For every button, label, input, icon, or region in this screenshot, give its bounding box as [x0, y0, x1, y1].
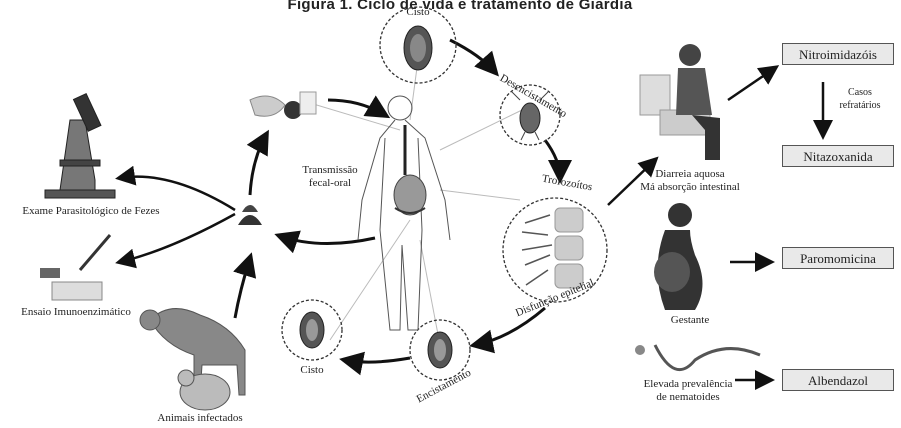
label-nematoides: Elevada prevalência de nematoides	[628, 378, 748, 404]
label-transmissao: Transmissão fecal-oral	[290, 164, 370, 190]
nema-line2: de nematoides	[656, 391, 719, 403]
microscope-icon	[45, 94, 115, 198]
diarrhea-person-icon	[640, 44, 720, 160]
label-animais: Animais infectados	[140, 412, 260, 425]
label-gestante: Gestante	[660, 314, 720, 327]
transmissao-line2: fecal-oral	[309, 177, 351, 189]
label-diarreia: Diarreia aquosa Má absorção intestinal	[620, 168, 760, 194]
treatment-nitroimidazois: Nitroimidazóis	[782, 43, 894, 65]
casos-line1: Casos	[848, 87, 872, 98]
label-cisto-top: Cisto	[398, 6, 438, 19]
treatment-nitazoxanida: Nitazoxanida	[782, 145, 894, 167]
human-body-icon	[358, 96, 450, 330]
diarreia-line2: Má absorção intestinal	[640, 181, 740, 193]
nematode-icon	[635, 345, 760, 370]
treatment-albendazol: Albendazol	[782, 369, 894, 391]
nema-line1: Elevada prevalência	[644, 378, 733, 390]
label-epf: Exame Parasitológico de Fezes	[6, 205, 176, 218]
animals-icon	[140, 309, 245, 410]
diagnosis-arrows	[120, 177, 235, 262]
transmissao-line1: Transmissão	[302, 164, 357, 176]
feces-icon	[238, 205, 262, 225]
pregnant-woman-icon	[654, 203, 703, 310]
label-elisa: Ensaio Imunoenzimático	[6, 306, 146, 319]
treatment-paromomicina: Paromomicina	[782, 247, 894, 269]
stage-cisto-bottom	[282, 300, 342, 360]
label-casos-refratarios: Casos refratários	[830, 86, 890, 112]
elisa-plate-icon	[40, 235, 110, 300]
casos-line2: refratários	[839, 100, 880, 111]
hands-food-icon	[250, 92, 316, 119]
label-cisto-bottom: Cisto	[290, 364, 334, 377]
diarreia-line1: Diarreia aquosa	[655, 168, 724, 180]
